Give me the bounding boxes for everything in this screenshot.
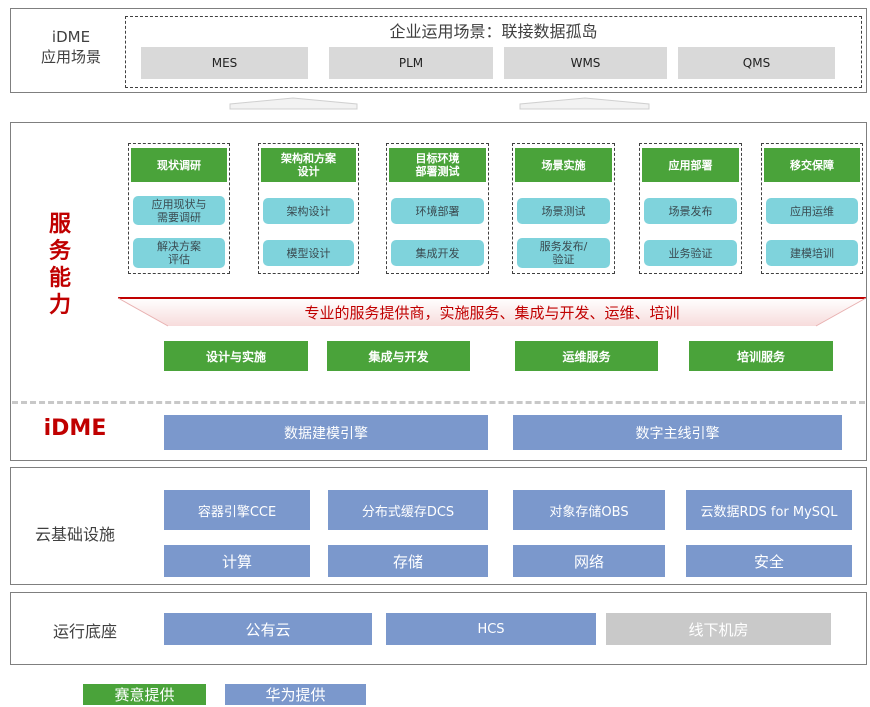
idme-label: iDME	[43, 415, 107, 441]
up-arrow-right	[519, 97, 650, 110]
scenario-section: iDME 应用场景 企业运用场景：联接数据孤岛 MES PLM WMS QMS	[10, 8, 867, 93]
service-column-1-item-1: 应用现状与 需要调研	[133, 196, 225, 225]
service-column-2	[258, 143, 359, 274]
offering-operations: 运维服务	[515, 341, 658, 371]
cloud-network: 网络	[513, 545, 665, 577]
service-column-1-item-2: 解决方案 评估	[133, 238, 225, 268]
up-arrow-left	[229, 97, 358, 110]
service-column-3	[386, 143, 489, 274]
service-column-5-item-1: 场景发布	[644, 198, 737, 224]
offering-integration: 集成与开发	[327, 341, 470, 371]
service-column-6	[761, 143, 863, 274]
offering-training: 培训服务	[689, 341, 833, 371]
service-column-5-head: 应用部署	[642, 148, 739, 182]
service-column-6-item-1: 应用运维	[766, 198, 858, 224]
service-column-6-head: 移交保障	[764, 148, 860, 182]
service-column-3-item-2: 集成开发	[391, 240, 484, 266]
engine-digital-thread: 数字主线引擎	[513, 415, 842, 450]
engine-data-modeling: 数据建模引擎	[164, 415, 488, 450]
service-column-4	[512, 143, 615, 274]
service-banner-shape	[117, 297, 867, 327]
service-column-5	[639, 143, 742, 274]
runtime-hcs: HCS	[386, 613, 596, 645]
idme-separator	[12, 401, 865, 404]
app-mes: MES	[141, 47, 308, 79]
service-column-5-item-2: 业务验证	[644, 240, 737, 266]
service-column-1	[128, 143, 230, 274]
service-column-6-item-2: 建模培训	[766, 240, 858, 266]
cloud-obs: 对象存储OBS	[513, 490, 665, 530]
cloud-compute: 计算	[164, 545, 310, 577]
scenario-side-label: iDME 应用场景	[40, 28, 101, 66]
scenario-dashed-box	[125, 16, 862, 88]
service-column-4-item-2: 服务发布/ 验证	[517, 238, 610, 268]
service-column-4-head: 场景实施	[515, 148, 612, 182]
service-side-label: 服 务 能 力	[48, 212, 71, 318]
cloud-side-label: 云基础设施	[34, 525, 115, 544]
service-column-3-item-1: 环境部署	[391, 198, 484, 224]
app-wms: WMS	[504, 47, 667, 79]
cloud-cce: 容器引擎CCE	[164, 490, 310, 530]
service-banner-text: 专业的服务提供商，实施服务、集成与开发、运维、培训	[304, 303, 680, 322]
service-column-1-head: 现状调研	[131, 148, 227, 182]
offering-design: 设计与实施	[164, 341, 308, 371]
cloud-security: 安全	[686, 545, 852, 577]
cloud-rds: 云数据RDS for MySQL	[686, 490, 852, 530]
service-column-2-head: 架构和方案 设计	[261, 148, 356, 182]
app-qms: QMS	[678, 47, 835, 79]
legend-blue: 华为提供	[225, 684, 366, 705]
runtime-offline-datacenter: 线下机房	[606, 613, 831, 645]
app-plm: PLM	[329, 47, 493, 79]
up-arrows	[229, 97, 650, 110]
cloud-dcs: 分布式缓存DCS	[328, 490, 488, 530]
service-column-4-item-1: 场景测试	[517, 198, 610, 224]
scenario-title: 企业运用场景：联接数据孤岛	[389, 22, 598, 41]
cloud-storage: 存储	[328, 545, 488, 577]
service-column-3-head: 目标环境 部署测试	[389, 148, 486, 182]
runtime-side-label: 运行底座	[52, 622, 117, 641]
service-column-2-item-1: 架构设计	[263, 198, 354, 224]
legend-green: 赛意提供	[83, 684, 206, 705]
runtime-public-cloud: 公有云	[164, 613, 372, 645]
service-column-2-item-2: 模型设计	[263, 240, 354, 266]
